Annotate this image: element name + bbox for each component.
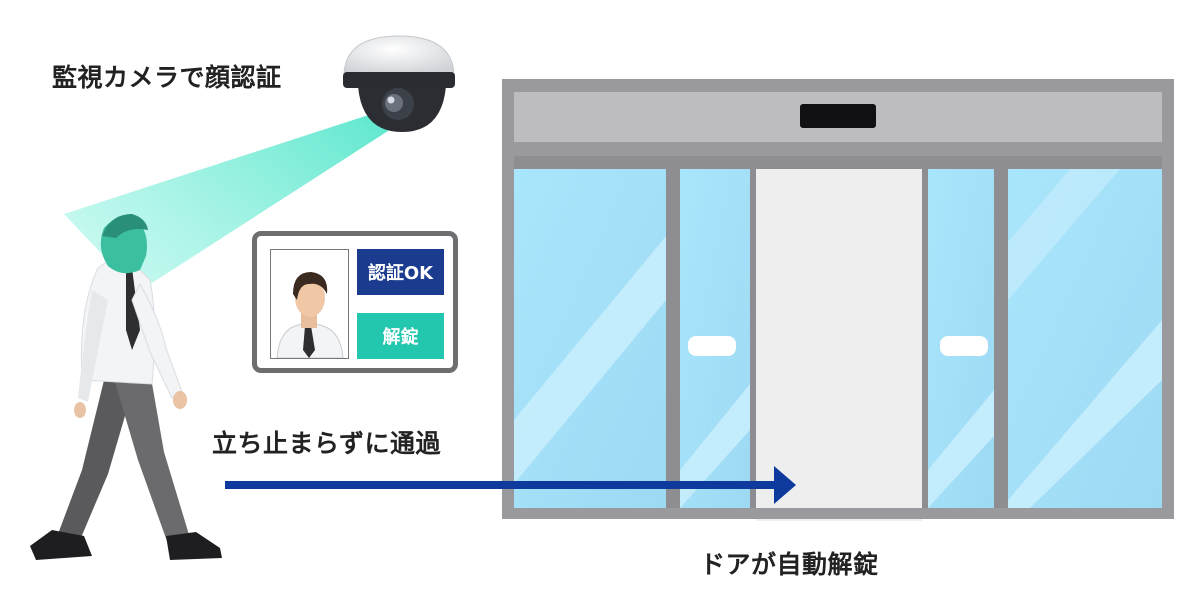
right-door-handle [940, 336, 988, 356]
unlock-badge: 解錠 [357, 313, 444, 359]
door-sensor [800, 104, 876, 128]
left-door-handle [688, 336, 736, 356]
camera-face-auth-label: 監視カメラで顔認証 [52, 63, 282, 92]
auth-ok-badge: 認証OK [357, 249, 444, 295]
right-arrow-icon [225, 466, 796, 504]
door-auto-unlock-label: ドアが自動解錠 [700, 550, 879, 579]
auth-result-panel: 認証OK 解錠 [252, 231, 458, 373]
door-opening [756, 169, 922, 521]
scan-beam [64, 108, 402, 292]
pass-through-label: 立ち止まらずに通過 [212, 429, 442, 458]
dome-camera-icon [343, 35, 455, 132]
automatic-door [502, 79, 1174, 521]
walking-businessman-icon [30, 214, 222, 560]
face-photo-icon [270, 249, 349, 359]
